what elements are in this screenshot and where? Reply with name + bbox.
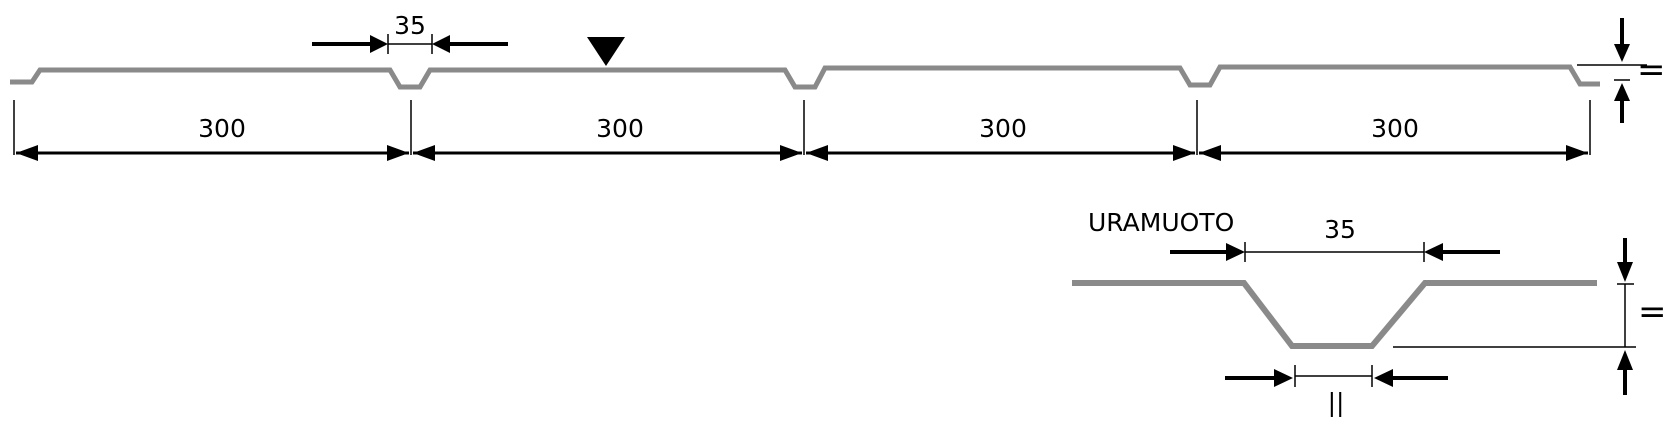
panel-height-indicator: = (1577, 18, 1666, 123)
detail-top-width-dimension: 35 (1170, 215, 1500, 262)
detail-title: URAMUOTO (1088, 208, 1234, 237)
panel-height-symbol: = (1637, 50, 1666, 90)
pitch-label-2: 300 (596, 114, 644, 143)
rib-width-dimension: 35 (312, 11, 508, 54)
detail-height-indicator: = (1393, 238, 1667, 395)
rib-width-label: 35 (394, 11, 426, 40)
pitch-dimensions: 300 300 300 300 (13, 100, 1591, 161)
pitch-label-1: 300 (198, 114, 246, 143)
pitch-dimension-1: 300 (16, 114, 409, 161)
pitch-label-4: 300 (1371, 114, 1419, 143)
detail-bottom-width-dimension: || (1225, 365, 1448, 417)
pitch-dimension-3: 300 (806, 114, 1195, 161)
pitch-dimension-2: 300 (413, 114, 802, 161)
panel-profile (10, 64, 1600, 90)
rib-detail-profile (1072, 280, 1597, 349)
detail-bottom-width-symbol: || (1328, 388, 1345, 417)
reference-triangle-marker (587, 37, 625, 66)
pitch-dimension-4: 300 (1199, 114, 1588, 161)
detail-top-width-label: 35 (1324, 215, 1356, 244)
detail-height-symbol: = (1638, 292, 1667, 332)
pitch-label-3: 300 (979, 114, 1027, 143)
